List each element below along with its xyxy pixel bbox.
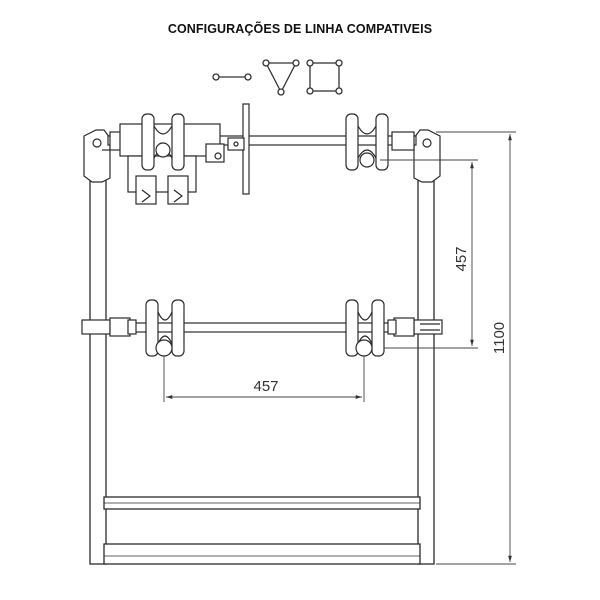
top-assembly [83, 103, 441, 205]
top-right-sheave-b [375, 113, 389, 171]
dim-overall-height-label: 1100 [491, 322, 508, 354]
top-left-sheave-b [171, 113, 185, 171]
diagram-title: CONFIGURAÇÕES DE LINHA COMPATIVEIS [167, 22, 433, 36]
top-shaft [107, 135, 417, 146]
mid-right-sheave-b [371, 299, 385, 357]
dim-lower-horizontal-label: 457 [253, 378, 278, 395]
triangle-config-icon [262, 59, 300, 96]
mid-right-sheave-a [345, 299, 359, 357]
dimension-lines [163, 131, 516, 565]
middle-assembly [81, 299, 443, 357]
top-left-sheave-a [141, 113, 155, 171]
top-right-sheave-a [345, 113, 359, 171]
dim-upper-vertical-label: 457 [453, 246, 470, 271]
base-bottom-bar [103, 543, 421, 565]
frame [89, 159, 435, 565]
horizontal-line-config-icon [212, 73, 252, 81]
square-config-icon [306, 59, 343, 95]
mid-left-sheave-a [145, 299, 159, 357]
mid-left-sheave-b [171, 299, 185, 357]
